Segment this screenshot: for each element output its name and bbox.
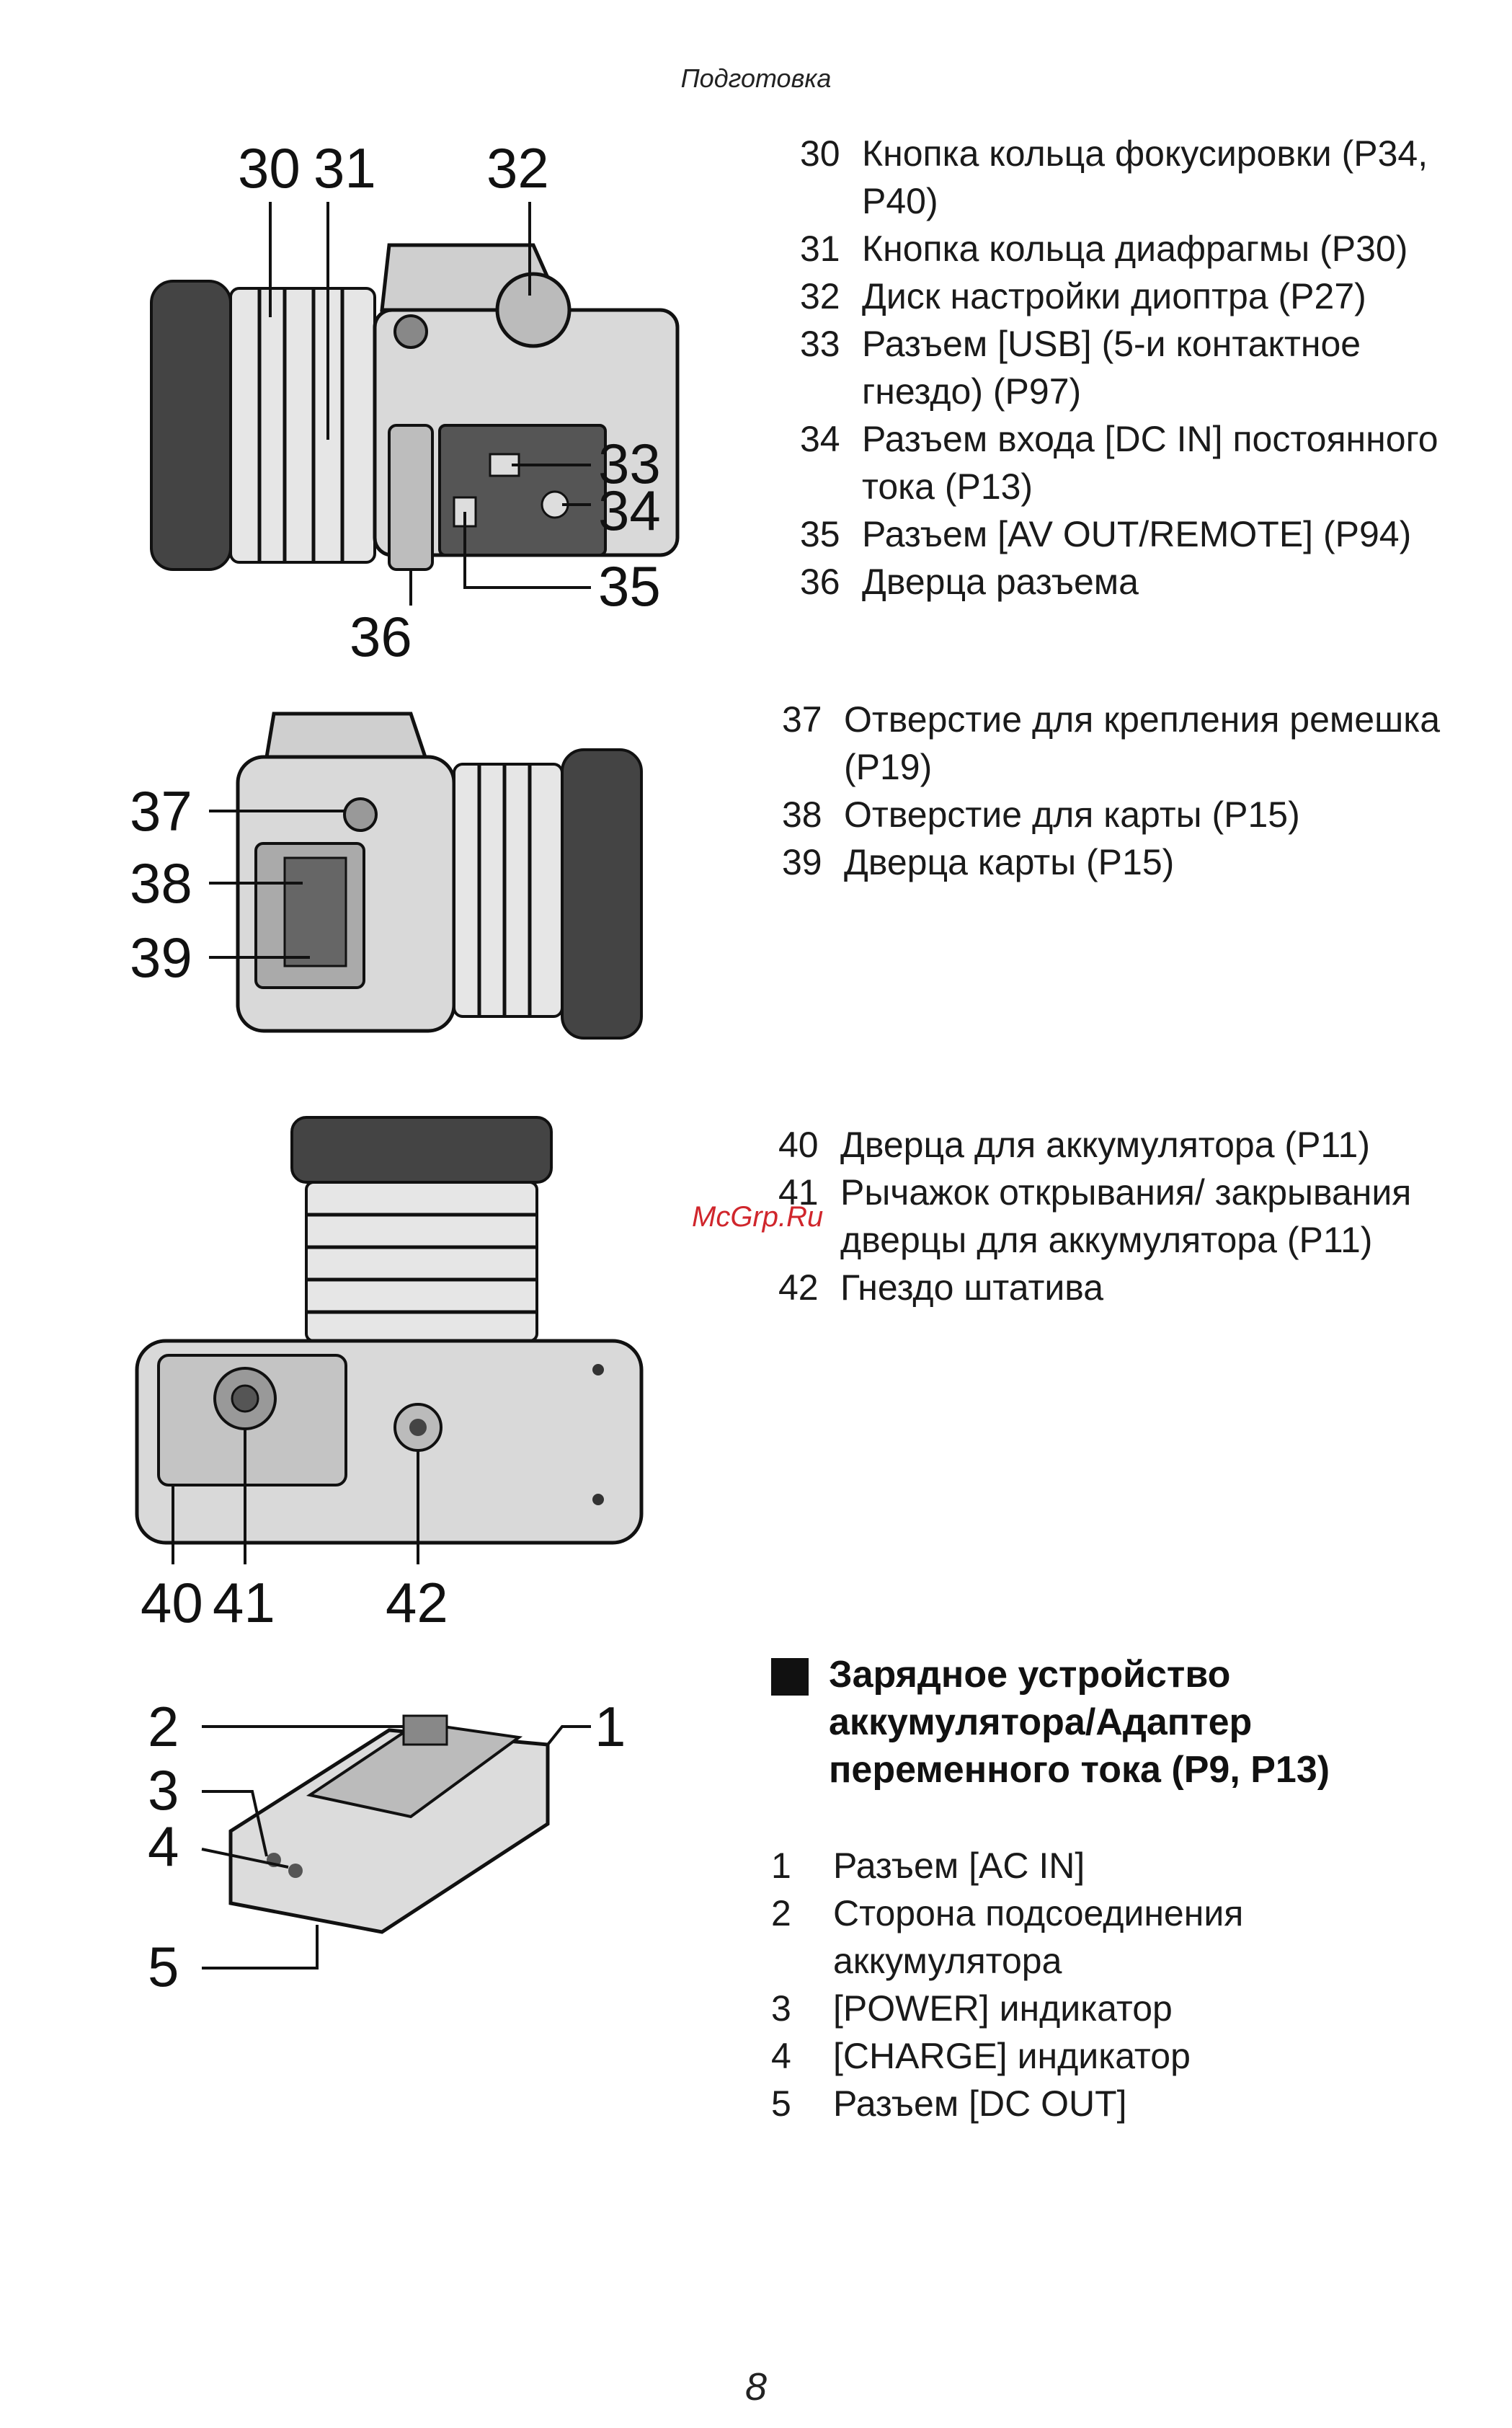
page-number: 8 <box>744 2365 768 2409</box>
charger-figure: 1 2 3 4 5 <box>144 1672 663 2004</box>
callout-33: 33 <box>598 432 661 495</box>
camera-back-view-figure: 37 38 39 <box>130 706 677 1081</box>
callout-42: 42 <box>386 1571 448 1629</box>
callout-4: 4 <box>148 1815 179 1878</box>
callout-40: 40 <box>141 1571 203 1629</box>
charger-section-heading: Зарядное устройство аккумулятора/Адаптер… <box>771 1651 1477 1794</box>
callout-39: 39 <box>130 926 192 989</box>
list-item: 3[POWER] индикатор <box>771 1988 1173 2029</box>
callout-31: 31 <box>313 137 376 200</box>
callout-35: 35 <box>598 554 661 618</box>
charger-heading-text: Зарядное устройство аккумулятора/Адаптер… <box>829 1654 1330 1791</box>
callout-38: 38 <box>130 851 192 915</box>
callout-41: 41 <box>213 1571 275 1629</box>
callout-34: 34 <box>598 479 661 542</box>
watermark: McGrp.Ru <box>692 1201 824 1233</box>
callout-30: 30 <box>238 137 301 200</box>
page-header-title: Подготовка <box>680 63 832 93</box>
list-item: 4[CHARGE] индикатор <box>771 2036 1191 2076</box>
callout-3: 3 <box>148 1758 179 1822</box>
callout-1: 1 <box>595 1695 626 1758</box>
callout-2: 2 <box>148 1695 179 1758</box>
callout-37: 37 <box>130 779 192 843</box>
camera-side-view-figure: 30 31 32 33 34 35 36 <box>130 137 764 670</box>
callout-5: 5 <box>148 1935 179 1998</box>
callout-32: 32 <box>486 137 549 200</box>
camera-bottom-view-figure: 40 41 42 <box>130 1110 649 1629</box>
section-marker-icon <box>771 1658 809 1696</box>
callout-36: 36 <box>350 605 412 668</box>
